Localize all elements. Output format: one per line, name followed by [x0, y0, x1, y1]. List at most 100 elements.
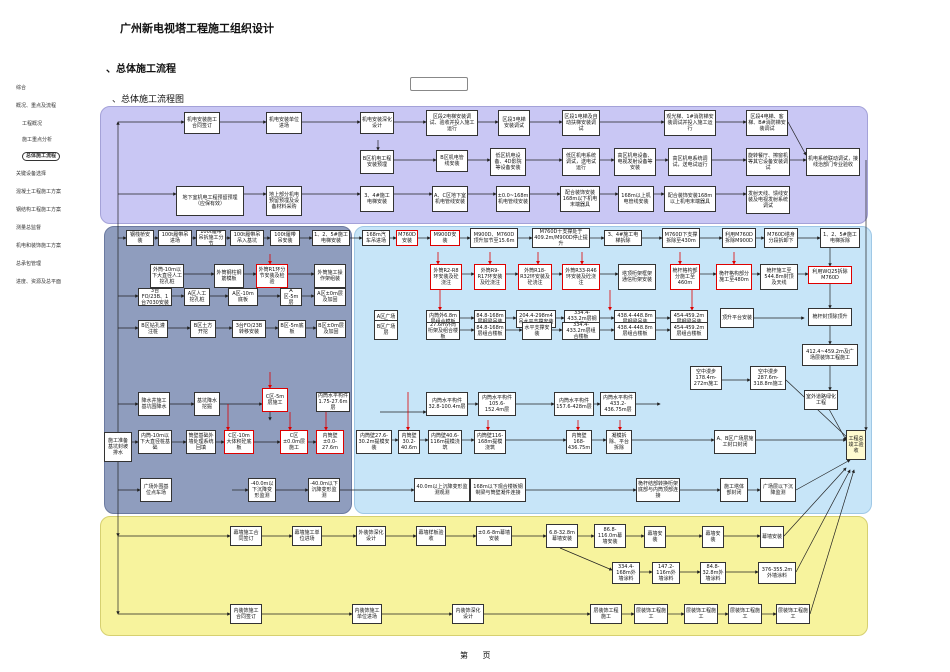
node-m1[interactable]: 1、2、5#施工电梯安装	[312, 230, 350, 246]
node-b12[interactable]: 147.2-116m外墙涂料	[652, 562, 680, 584]
toc-item[interactable]: 综合	[16, 85, 27, 91]
node-m6[interactable]: M760D十支撑处于409.2m/M900D停止提升	[532, 228, 590, 248]
node-b21[interactable]: 层装饰工程施工	[728, 604, 762, 624]
node-m50[interactable]: 内筒壁116-168m提模浇筑	[474, 430, 506, 454]
node-t11[interactable]: 低区机电设备、4D影院等设备安装	[490, 148, 526, 176]
toc-item[interactable]: 关键设备选择	[16, 171, 47, 177]
node-m59[interactable]: 广场层以下沉降监测	[760, 478, 796, 502]
node-m17[interactable]: 桅杆格构部分施工至460m	[670, 264, 700, 290]
node-m27[interactable]: 顶升平台安装	[720, 308, 754, 328]
node-t15[interactable]: 旋转餐厅、擦窗机等其它设备安装调试	[746, 148, 790, 176]
node-l16[interactable]: B区土方开挖	[190, 320, 216, 338]
node-m52[interactable]: 凝模拆除、平台拆除	[606, 430, 632, 454]
node-b16[interactable]: 内装饰施工单位进场	[352, 604, 382, 624]
node-t21[interactable]: ±0.0~168m机电管线安装	[496, 186, 530, 212]
node-m44[interactable]: 空中漫步287.6m-318.8m施工	[750, 366, 786, 390]
node-l8[interactable]: 外筒R1环分节安装及检验	[256, 264, 288, 288]
node-l18[interactable]: B区-5m底板	[278, 320, 306, 338]
node-m36[interactable]: B区广场层	[374, 320, 398, 340]
node-m57[interactable]: 桅杆结部转换桁架底部与内筒顶部连接	[636, 478, 680, 502]
node-m4[interactable]: M900D安装	[430, 230, 460, 246]
node-m3[interactable]: M760D安装	[396, 230, 418, 246]
node-t8[interactable]: 区段4电梯、客梯、B#消防梯安装调试	[746, 110, 788, 136]
node-t5[interactable]: 区段3电梯安装调试	[498, 110, 530, 136]
node-t18[interactable]: 地上部分机电预留预埋及设备材料采购	[266, 186, 302, 216]
node-m7[interactable]: 3、4#施工电梯拆除	[604, 230, 642, 246]
node-t4[interactable]: 区段2电梯安装调试、验收并投入施工运行	[426, 110, 478, 136]
node-m54[interactable]: 工程总竣工验收	[846, 430, 866, 460]
node-l29[interactable]: 施工准备基坑封坡排水	[104, 432, 132, 462]
node-m19[interactable]: 桅杆施工至544.8m封顶及天线	[760, 264, 798, 290]
node-m35[interactable]: 454-459.2m层组合楼板	[670, 322, 708, 340]
node-t14[interactable]: 高区机电系统调试，送电试运行	[668, 148, 712, 176]
node-b9[interactable]: 幕墙安装	[702, 526, 724, 548]
node-b3[interactable]: 外装饰深化设计	[356, 526, 386, 546]
node-m55[interactable]: 40.0m以上沉降变形监测观测	[414, 478, 470, 502]
node-b7[interactable]: 86.8-116.0m幕墙安装	[594, 524, 626, 548]
node-b11[interactable]: 334.4-168m外墙涂料	[612, 562, 640, 584]
toc-item[interactable]: 概况、重点及流程	[16, 103, 57, 109]
toc-item[interactable]: 混凝土工程施工方案	[16, 189, 62, 195]
node-m53[interactable]: A、B区广场层施工封口封闭	[714, 430, 756, 454]
node-t13[interactable]: 高区机电设备、电视发射设备等安装	[614, 148, 656, 176]
node-m30[interactable]: 27.6m外筒桁架及组合楼板	[426, 322, 460, 340]
node-b1[interactable]: 幕墙施工合同签订	[230, 526, 262, 546]
node-l12[interactable]: A区-10m底板	[228, 288, 258, 306]
node-m14[interactable]: 外筒R18-R32环安装及砼浇注	[518, 264, 552, 290]
node-l5[interactable]: 100t履带吊安装	[270, 230, 300, 246]
node-b18[interactable]: 层装饰工程施工	[590, 604, 622, 624]
node-t2[interactable]: 机电安装单位进场	[266, 112, 302, 134]
node-l22[interactable]: C区-5m层施工	[262, 388, 288, 412]
node-t1[interactable]: 机电安装施工合同签订	[184, 112, 220, 134]
node-m47[interactable]: 内筒壁27.6-30.2m提模安装	[356, 430, 392, 454]
node-l23[interactable]: C区±0.0m层施工	[280, 430, 308, 454]
node-m9[interactable]: 利用M760D拆除M900D	[722, 228, 756, 248]
toc-item[interactable]: 总承包管理	[16, 261, 42, 267]
node-m28[interactable]: 桅杆封顶除顶升	[808, 308, 852, 326]
toc-item[interactable]: 机电和装饰施工方案	[16, 243, 62, 249]
node-m2[interactable]: 168m汽车吊进场	[362, 230, 390, 246]
node-b2[interactable]: 幕墙施工单位进场	[292, 526, 322, 546]
node-b4[interactable]: 幕墙样板验收	[416, 526, 446, 546]
node-b17[interactable]: 内装饰深化设计	[452, 604, 484, 624]
node-b5[interactable]: ±0.6-8m幕墙安装	[476, 526, 512, 546]
node-l4[interactable]: 100t履带吊吊入基坑	[230, 230, 264, 246]
node-t3[interactable]: 机电安装深化设计	[360, 112, 394, 134]
node-l26[interactable]: C区-10m大体积砼底板	[224, 430, 254, 454]
node-t24[interactable]: 配合装饰安装168m以上机电末端器具	[664, 186, 716, 212]
node-l3[interactable]: 100t履带吊拆施工分节	[196, 230, 226, 246]
node-m33[interactable]: 334.4-433.2m层组合楼板	[562, 322, 600, 340]
node-l1[interactable]: 钢栈桥安装	[126, 230, 154, 246]
node-m20[interactable]: 利用WQ25拆除M760D	[808, 266, 852, 284]
node-t16[interactable]: 机电系统联动调试，接线治部门专业验收	[806, 148, 860, 176]
node-l15[interactable]: B区钻孔灌注桩	[138, 320, 168, 338]
node-b8[interactable]: 幕墙安装	[644, 526, 666, 548]
node-b10[interactable]: 幕墙安装	[760, 526, 784, 548]
node-t19[interactable]: 3、4#施工电梯安装	[360, 186, 394, 212]
node-m49[interactable]: 内筒壁40.6-116m提模浇筑	[428, 430, 462, 454]
node-l17[interactable]: 3台FO/23B转移安装	[232, 320, 266, 338]
node-t6[interactable]: 区段1电梯及自动扶梯安装调试	[562, 110, 600, 136]
node-l9[interactable]: 外筒施工操作架组装	[314, 264, 346, 288]
node-m46[interactable]: 内筒壁±0.0-27.6m	[316, 430, 344, 454]
node-l25[interactable]: 筒壁基础外墙处理系统回填	[186, 430, 216, 454]
node-t22[interactable]: 配合装饰安装168m以下机电末端器具	[560, 186, 600, 212]
node-m41[interactable]: 内筒水平构件157.6-428m层	[554, 392, 594, 416]
node-m58[interactable]: 施工塔体部封闭	[720, 478, 748, 502]
node-t9[interactable]: B区机电工程安装预埋	[360, 150, 394, 174]
node-l13[interactable]: A区-5m层	[280, 288, 302, 306]
node-b15[interactable]: 内装饰施工合同签订	[230, 604, 262, 624]
node-l11[interactable]: A区人工挖孔桩	[184, 288, 210, 306]
toc-item[interactable]: 进度、资源及总平面	[16, 279, 62, 285]
node-b13[interactable]: 84.8-32.8m外墙涂料	[700, 562, 726, 584]
node-m15[interactable]: 外筒R33-R46环安装及砼浇注	[562, 264, 600, 290]
node-m18[interactable]: 桅杆格构部分施工至480m	[716, 264, 752, 290]
node-l7[interactable]: 外筒钢柱钢筋模板	[214, 264, 244, 288]
node-m16[interactable]: 塔顶桁架框架通信桁架安装	[618, 264, 656, 290]
toc-item-active[interactable]: 总体施工流程	[22, 152, 61, 161]
node-b19[interactable]: 层装饰工程施工	[634, 604, 668, 624]
node-m45[interactable]: 室外道路绿化工程	[804, 390, 838, 410]
node-l20[interactable]: 降水井施工基坑围降水	[138, 392, 170, 416]
node-t17[interactable]: 地下室机电工程预留预埋（应保有效）	[176, 186, 244, 216]
node-m34[interactable]: 438.4-448.8m层组合楼板	[614, 322, 656, 340]
